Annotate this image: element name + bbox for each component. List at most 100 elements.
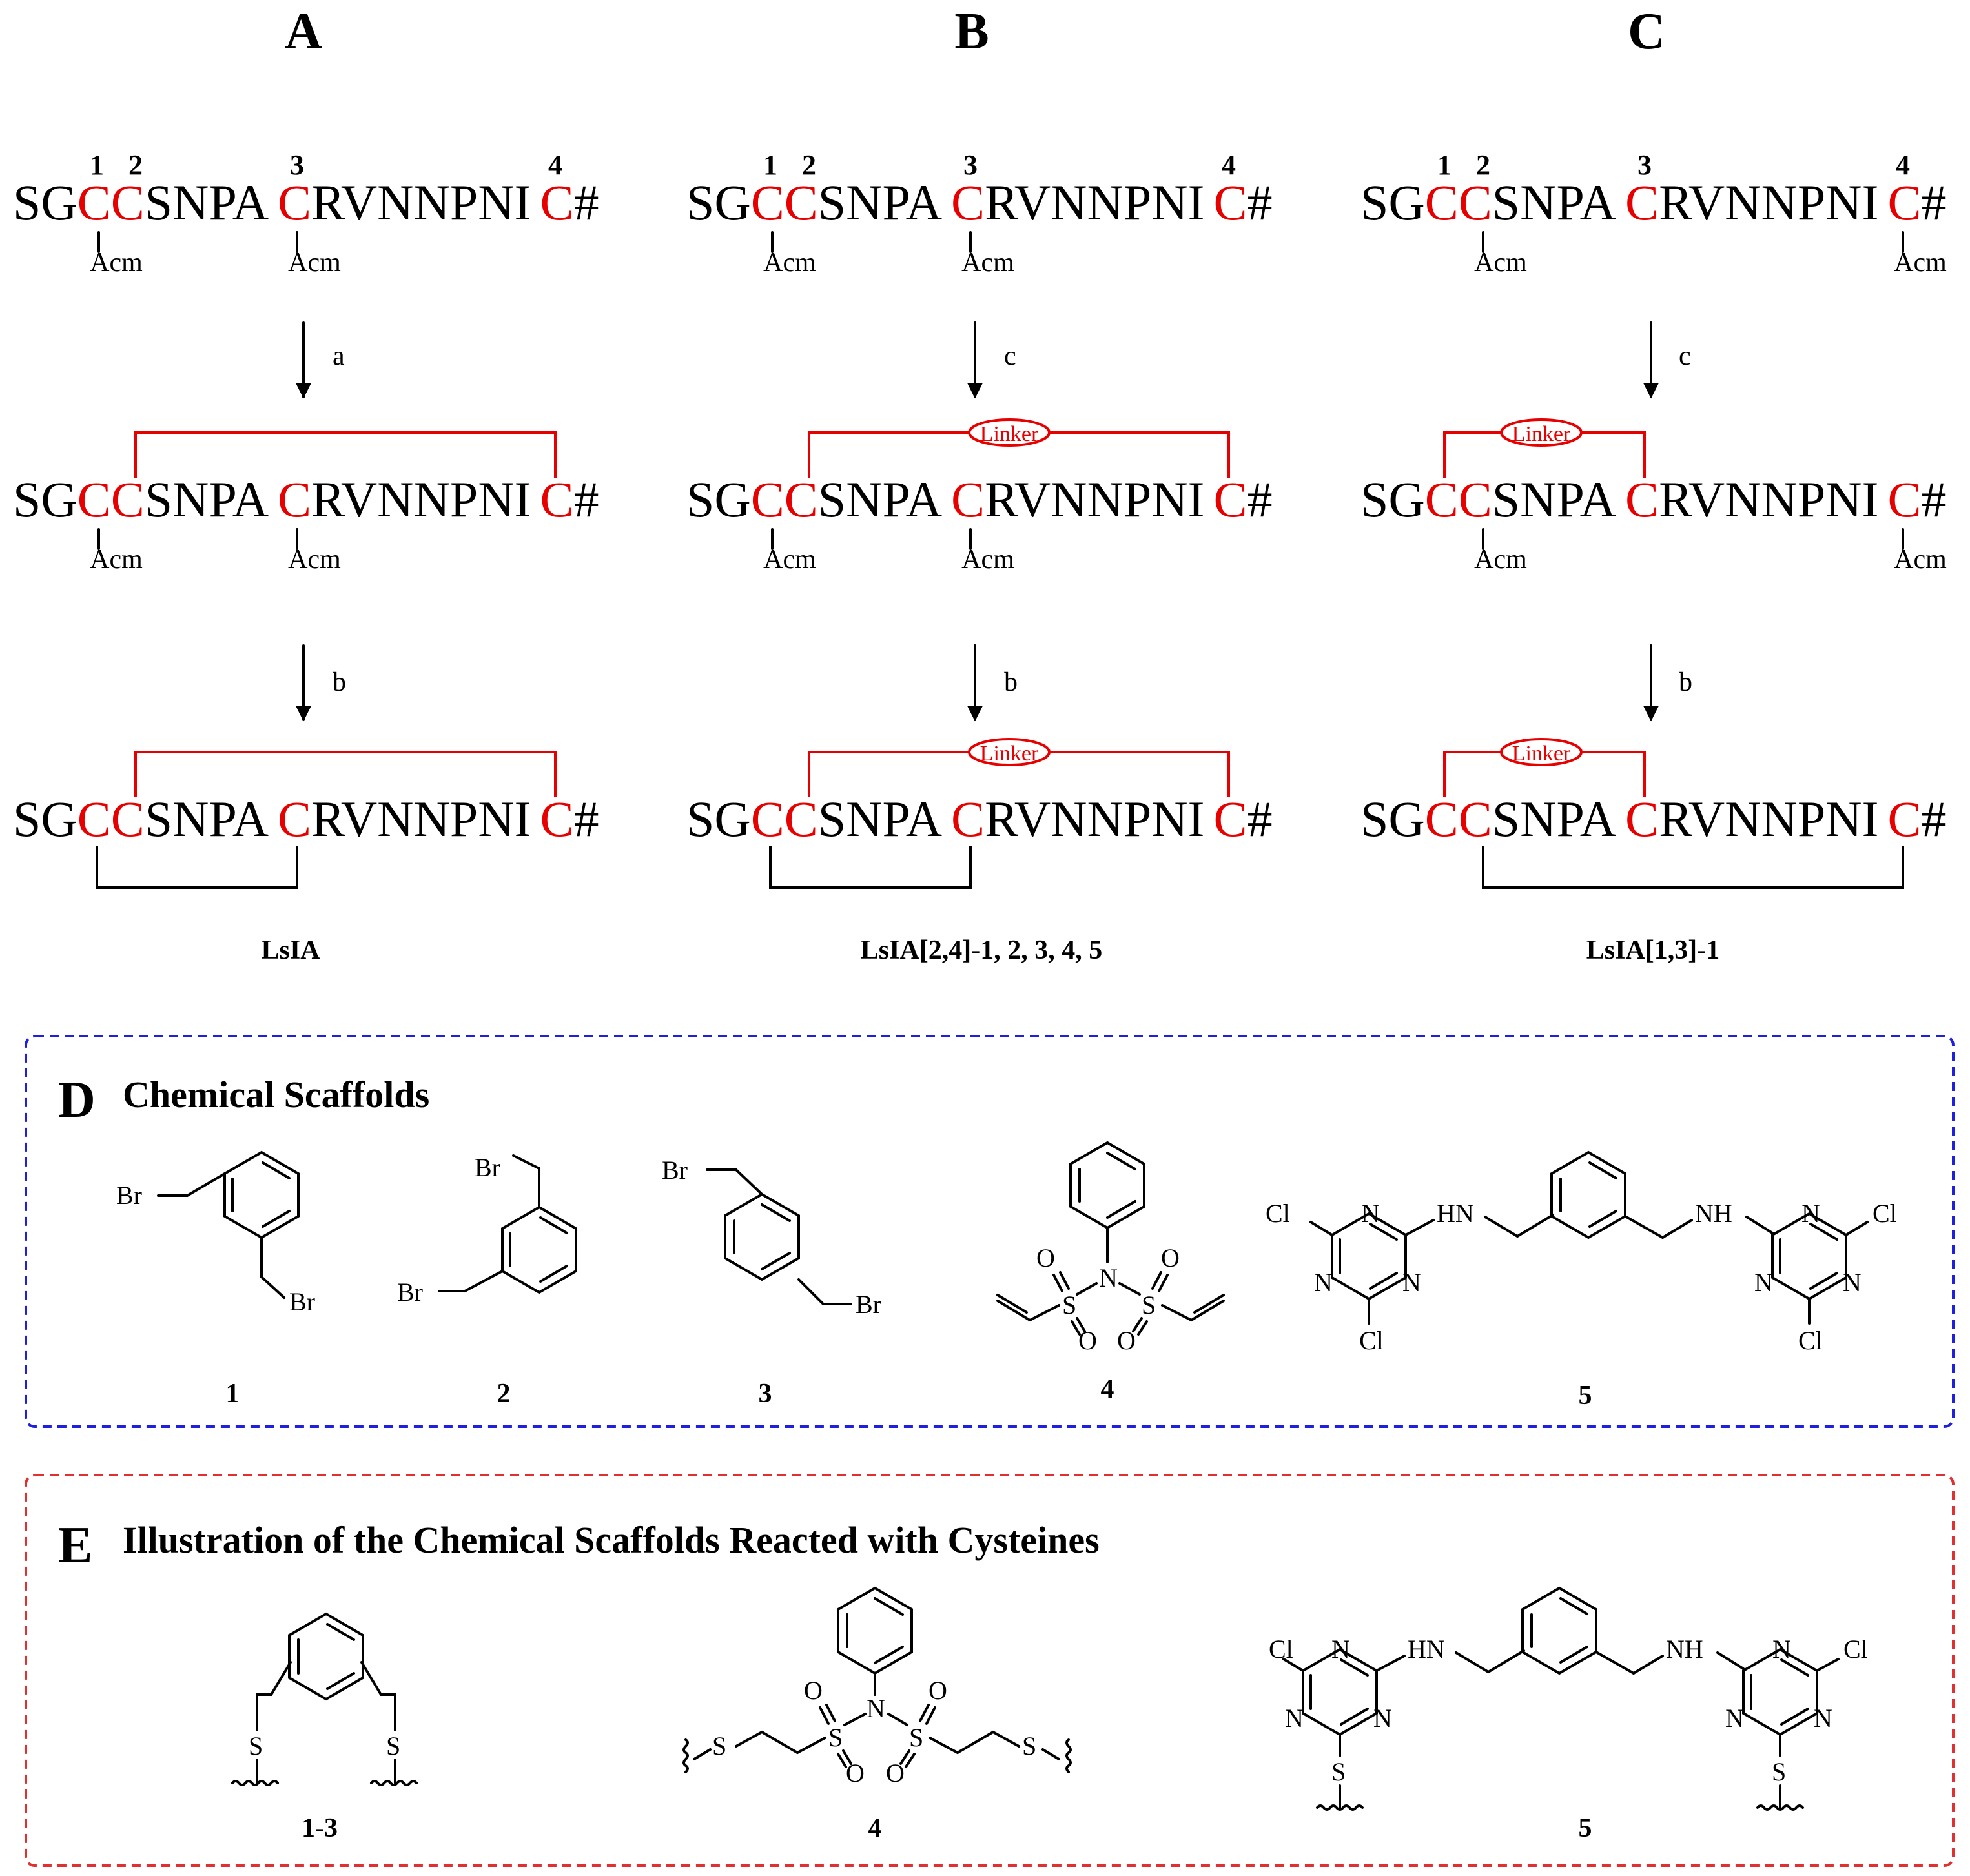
svg-text:S: S	[1062, 1290, 1076, 1320]
step-label-b: b	[333, 668, 346, 697]
svg-text:1: 1	[1437, 149, 1452, 181]
compound-2-label: 2	[497, 1379, 511, 1409]
section-e-letter: E	[58, 1517, 92, 1574]
svg-text:Cl: Cl	[1843, 1635, 1868, 1664]
svg-text:O: O	[1161, 1243, 1180, 1272]
adduct-4-label: 4	[868, 1813, 882, 1843]
svg-text:Cl: Cl	[1266, 1199, 1290, 1228]
adduct-5-label: 5	[1579, 1813, 1592, 1843]
svg-text:Acm: Acm	[763, 545, 816, 575]
svg-text:Acm: Acm	[1894, 248, 1947, 278]
compound-2-structure: Br Br	[397, 1153, 577, 1307]
svg-text:N: N	[1373, 1704, 1392, 1733]
svg-text:N: N	[1361, 1199, 1380, 1228]
svg-text:N: N	[867, 1694, 885, 1723]
svg-text:S: S	[1142, 1290, 1156, 1320]
svg-text:4: 4	[1896, 149, 1910, 181]
svg-text:N: N	[1099, 1263, 1118, 1292]
svg-text:Acm: Acm	[90, 545, 143, 575]
svg-text:Acm: Acm	[288, 545, 341, 575]
svg-text:HN: HN	[1437, 1199, 1474, 1228]
svg-text:HN: HN	[1408, 1635, 1445, 1664]
svg-text:S: S	[1331, 1757, 1346, 1786]
compound-5-structure: N N N Cl Cl HN NH N N N Cl Cl	[1266, 1150, 1897, 1355]
compound-1-structure: Br Br	[116, 1150, 315, 1316]
svg-text:3: 3	[1637, 149, 1652, 181]
svg-text:O: O	[846, 1759, 865, 1788]
adduct-5-structure: N N N Cl S HN NH N N N Cl S	[1269, 1586, 1868, 1811]
svg-text:Acm: Acm	[90, 248, 143, 278]
svg-text:Cl: Cl	[1359, 1326, 1384, 1355]
step-label-b3: b	[1679, 668, 1692, 697]
svg-text:NH: NH	[1666, 1635, 1703, 1664]
step-label-b2: b	[1004, 668, 1018, 697]
svg-text:S: S	[1772, 1757, 1786, 1786]
svg-text:N: N	[1754, 1268, 1773, 1297]
svg-text:3: 3	[963, 149, 978, 181]
svg-text:S: S	[909, 1723, 923, 1752]
svg-text:N: N	[1402, 1268, 1421, 1297]
svg-text:Cl: Cl	[1873, 1199, 1897, 1228]
adduct-1-3-label: 1-3	[302, 1813, 338, 1843]
svg-text:Acm: Acm	[1894, 545, 1947, 575]
svg-text:1: 1	[90, 149, 104, 181]
svg-text:Br: Br	[856, 1290, 881, 1319]
svg-text:2: 2	[1476, 149, 1490, 181]
svg-text:Acm: Acm	[961, 545, 1014, 575]
compound-4-label: 4	[1101, 1374, 1114, 1404]
product-name-c: LsIA[1,3]-1	[1586, 935, 1720, 965]
svg-text:N: N	[1772, 1635, 1791, 1664]
svg-text:N: N	[1314, 1268, 1333, 1297]
svg-text:3: 3	[290, 149, 304, 181]
product-name-b: LsIA[2,4]-1, 2, 3, 4, 5	[861, 935, 1103, 965]
svg-text:N: N	[1843, 1268, 1862, 1297]
compound-5-label: 5	[1579, 1381, 1592, 1411]
svg-text:S: S	[249, 1731, 263, 1760]
svg-text:4: 4	[1222, 149, 1236, 181]
svg-text:Cl: Cl	[1269, 1635, 1293, 1664]
svg-text:Linker: Linker	[1512, 742, 1571, 766]
svg-text:Linker: Linker	[1512, 422, 1571, 446]
svg-text:N: N	[1725, 1704, 1744, 1733]
panel-label-a: A	[285, 3, 322, 60]
product-name-a: LsIA	[261, 935, 320, 965]
panel-label-b: B	[954, 3, 989, 60]
svg-text:Br: Br	[116, 1181, 142, 1210]
svg-text:S: S	[386, 1731, 400, 1760]
svg-text:O: O	[1036, 1243, 1055, 1272]
step-label-a: a	[333, 342, 345, 371]
svg-text:4: 4	[548, 149, 562, 181]
svg-text:Acm: Acm	[1474, 248, 1527, 278]
svg-text:NH: NH	[1695, 1199, 1732, 1228]
svg-text:Linker: Linker	[980, 422, 1039, 446]
section-d-box	[25, 1035, 1955, 1428]
panel-label-c: C	[1628, 3, 1665, 60]
svg-text:Linker: Linker	[980, 742, 1039, 766]
svg-text:O: O	[1078, 1326, 1097, 1355]
svg-text:1: 1	[763, 149, 777, 181]
svg-text:2: 2	[802, 149, 816, 181]
svg-text:Acm: Acm	[961, 248, 1014, 278]
svg-text:2: 2	[128, 149, 143, 181]
svg-text:Br: Br	[289, 1287, 315, 1316]
adduct-4-structure: N S S O O O O S S	[682, 1586, 1072, 1788]
svg-text:Acm: Acm	[763, 248, 816, 278]
svg-text:Br: Br	[475, 1153, 500, 1182]
compound-3-structure: Br Br	[662, 1156, 881, 1319]
